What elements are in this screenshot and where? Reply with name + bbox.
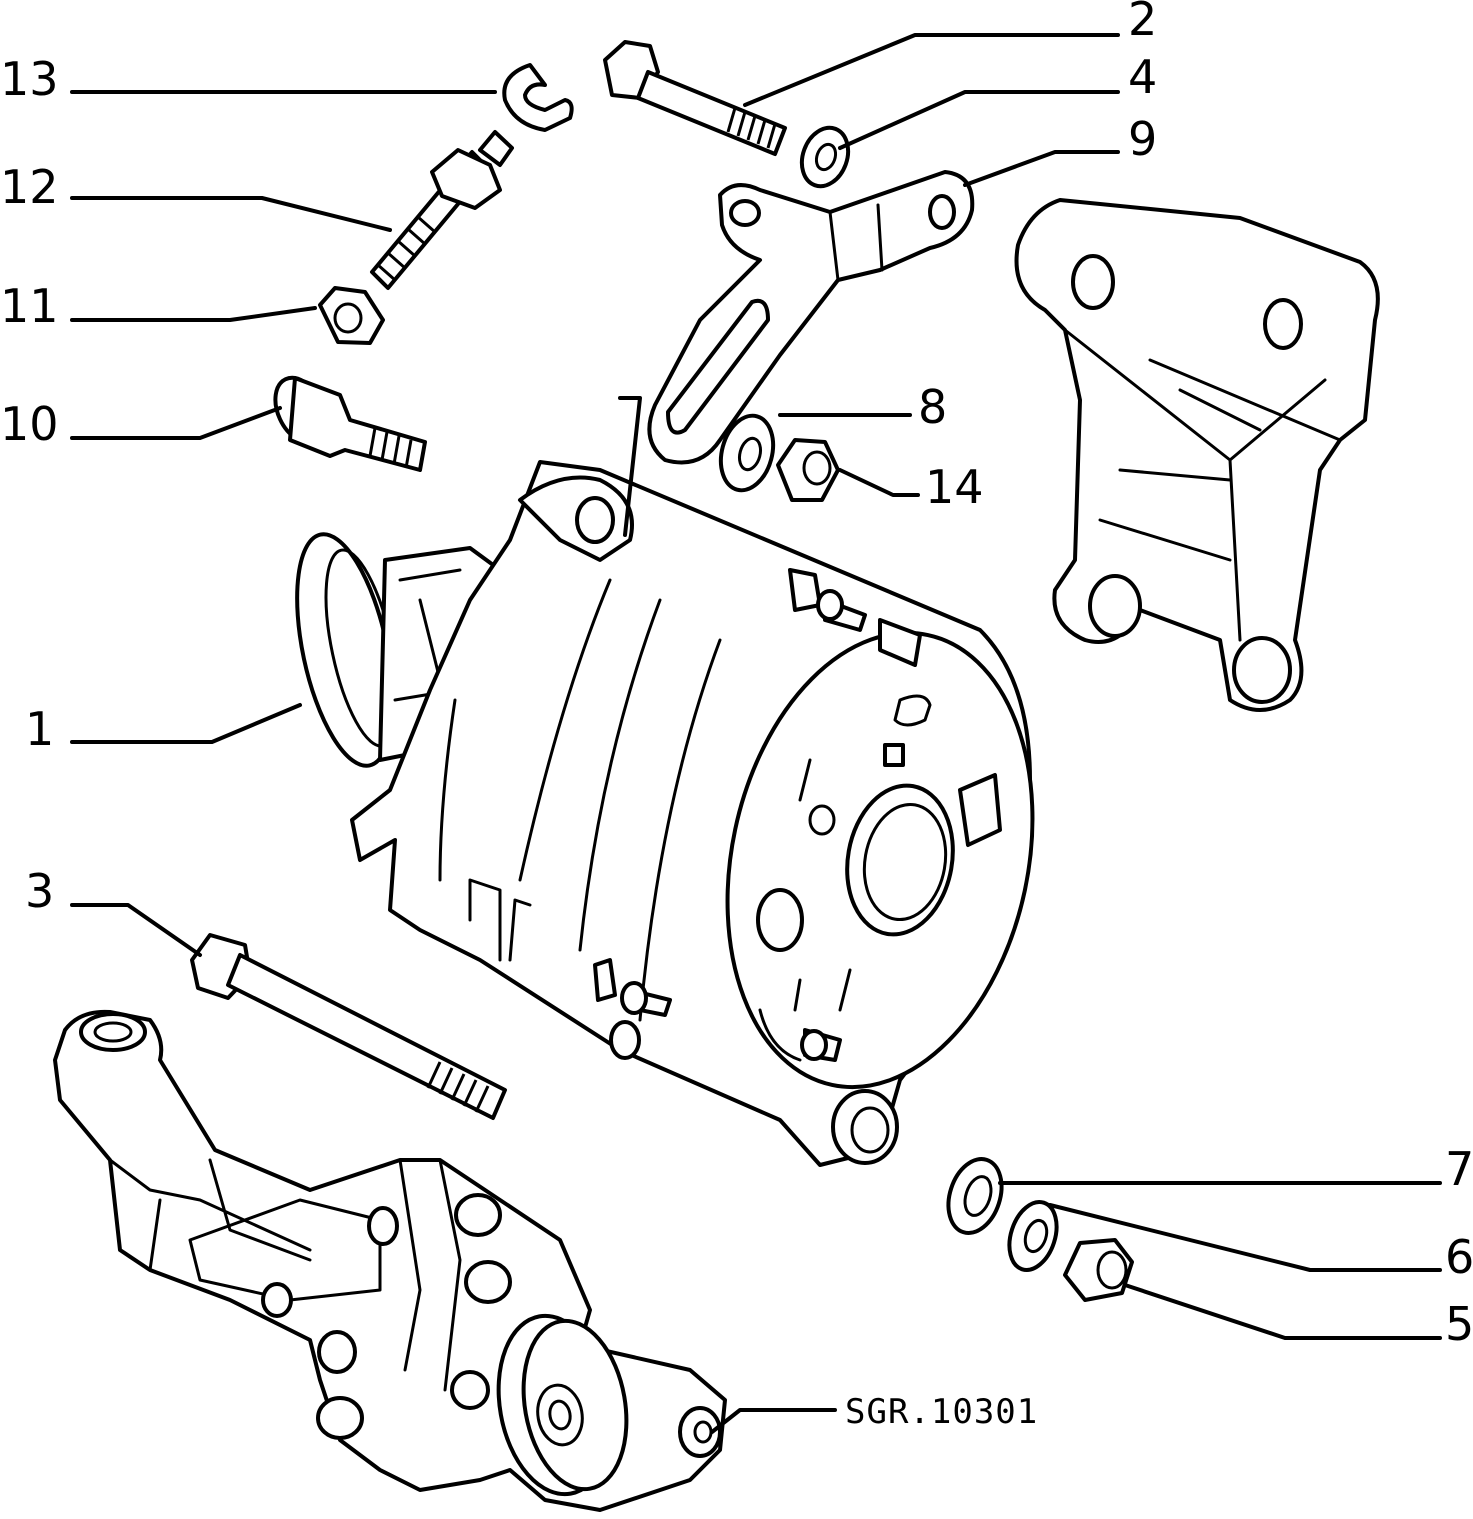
leader-lines	[70, 33, 1442, 1434]
callout-1: 1	[25, 702, 54, 756]
engine-support-bracket	[1014, 198, 1380, 712]
nut-5	[1063, 1238, 1134, 1302]
bolt-3	[190, 933, 507, 1120]
leader-12	[70, 196, 392, 232]
callout-5: 5	[1445, 1297, 1473, 1351]
bolt-2	[603, 40, 787, 156]
reference-code: SGR.10301	[845, 1392, 1038, 1432]
washer-7	[946, 1157, 1004, 1235]
callout-10: 10	[0, 397, 59, 451]
leader-6	[1048, 1203, 1442, 1272]
leader-3	[70, 903, 202, 957]
callout-13: 13	[0, 52, 59, 106]
stud-12	[370, 130, 514, 290]
washer-6	[1007, 1200, 1059, 1272]
callout-12: 12	[0, 160, 59, 214]
leader-5	[1123, 1283, 1442, 1340]
callout-2: 2	[1128, 0, 1157, 46]
nut-14	[776, 438, 840, 502]
callout-3: 3	[25, 864, 54, 918]
callout-6: 6	[1445, 1230, 1473, 1284]
alternator	[295, 460, 1035, 1167]
callout-14: 14	[925, 460, 984, 514]
circlip-13	[502, 63, 574, 132]
adjusting-bracket-9	[647, 170, 975, 465]
leader-2	[743, 33, 1120, 107]
nut-11	[318, 286, 385, 345]
leader-1	[70, 703, 302, 744]
callout-8: 8	[918, 380, 947, 434]
leader-4	[838, 90, 1120, 150]
callout-11: 11	[0, 279, 59, 333]
centerline-bracket	[618, 396, 642, 537]
washer-8	[718, 413, 776, 493]
leader-11	[70, 306, 317, 322]
leader-ref	[710, 1408, 837, 1434]
leader-10	[70, 406, 282, 440]
washer-4	[799, 125, 851, 189]
callout-9: 9	[1128, 112, 1157, 166]
callout-4: 4	[1128, 50, 1157, 104]
callout-7: 7	[1445, 1142, 1473, 1196]
callout-labels: 2 4 9 8 14 13 12 11 10 1 3 7 6 5 SGR.103…	[0, 0, 1473, 1432]
pump-mount-assembly	[53, 1009, 727, 1512]
leader-9	[963, 150, 1120, 187]
leader-14	[838, 468, 920, 497]
stud-10	[273, 375, 427, 472]
